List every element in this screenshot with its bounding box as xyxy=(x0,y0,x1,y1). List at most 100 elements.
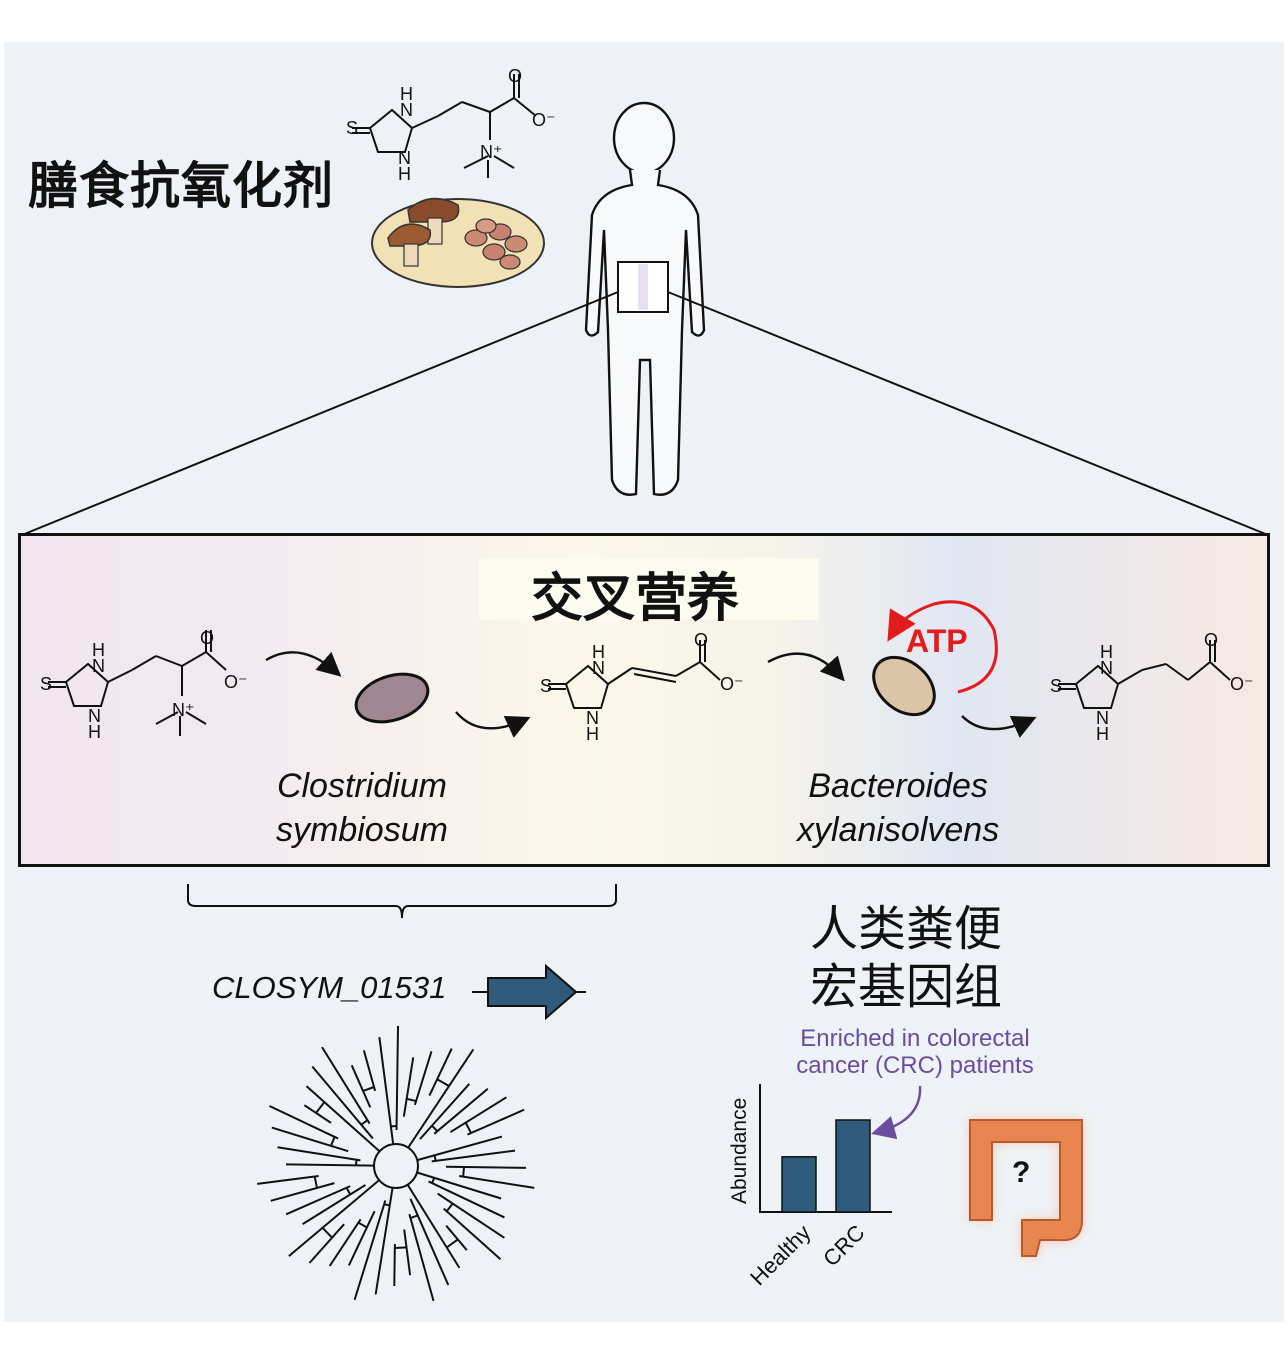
gene-arrow-icon xyxy=(487,963,578,1021)
tree-branch xyxy=(406,1184,461,1269)
tree-branch xyxy=(270,1182,335,1202)
enriched-note: Enriched in colorectal cancer (CRC) pati… xyxy=(770,1025,1060,1079)
tree-branch xyxy=(402,1057,415,1117)
bar-healthy xyxy=(781,1156,817,1213)
tree-branch xyxy=(393,1243,396,1287)
atom-n: N xyxy=(592,658,605,678)
tree-branch xyxy=(428,1180,505,1219)
atom-o-minus: O⁻ xyxy=(532,110,556,130)
molecule-3-labels: S H N N H O O⁻ xyxy=(1050,630,1254,744)
tree-branch xyxy=(360,1119,369,1126)
chart-axes xyxy=(759,1084,892,1213)
atom-o: O xyxy=(508,66,522,86)
atom-h: H xyxy=(88,722,101,742)
zoom-line-left xyxy=(21,291,619,536)
tree-branch xyxy=(464,1122,472,1134)
tree-branch xyxy=(419,1083,470,1140)
tree-branch xyxy=(321,1046,371,1125)
gene-label: CLOSYM_01531 xyxy=(212,970,447,1005)
arrow-from-bacteroides xyxy=(961,715,1037,738)
tree-branch xyxy=(416,1171,502,1200)
tree-branch xyxy=(362,1086,375,1092)
atom-h: H xyxy=(592,642,605,662)
tree-branch xyxy=(362,1050,377,1092)
atp-label: ATP xyxy=(906,623,968,659)
tree-branch xyxy=(416,1135,503,1162)
tree-root xyxy=(373,1143,419,1189)
tree-branch xyxy=(436,1078,450,1087)
atom-h: H xyxy=(1100,642,1113,662)
clostridium-cell-icon xyxy=(354,672,430,724)
crossfeeding-panel: 交叉营养 Clostridium symbiosum Bacteroides x… xyxy=(18,533,1270,867)
molecule-2-labels: S H N N H O O⁻ xyxy=(540,630,744,744)
species-bacteroides-label: Bacteroides xylanisolvens xyxy=(797,764,999,852)
phylogenetic-tree-icon xyxy=(257,1026,535,1302)
tree-branch xyxy=(378,1036,395,1145)
food-plate-icon xyxy=(371,197,545,288)
arrow-to-bacteroides xyxy=(767,652,845,682)
atp-cycle-arrow xyxy=(887,600,998,694)
tree-branch xyxy=(353,1200,387,1301)
atom-n: N xyxy=(586,708,599,728)
tree-branch xyxy=(374,1187,394,1295)
atom-h: H xyxy=(586,724,599,744)
tree-branch xyxy=(357,1221,368,1229)
ergothioneine-labels: S H N N H O O⁻ N⁺ xyxy=(346,66,556,184)
tree-branch xyxy=(410,1214,419,1219)
bar-crc xyxy=(835,1119,871,1213)
tree-branch xyxy=(303,1104,332,1124)
atom-n-plus: N⁺ xyxy=(172,700,195,720)
tree-branch xyxy=(302,1184,366,1225)
ergothioneine-molecule xyxy=(352,74,537,178)
metagenome-title-line-2: 宏基因组 xyxy=(810,959,1003,1015)
enriched-arrow xyxy=(871,1085,922,1140)
tree-branch xyxy=(330,1136,336,1147)
atom-o: O xyxy=(200,628,214,648)
tree-branch xyxy=(428,1048,453,1096)
tree-branch xyxy=(328,1218,362,1267)
tree-branch xyxy=(347,1210,376,1266)
tree-branch xyxy=(269,1105,339,1140)
tree-branch xyxy=(285,1185,351,1216)
tree-branch xyxy=(313,1176,318,1189)
enriched-note-line-1: Enriched in colorectal xyxy=(800,1025,1030,1052)
tree-branch xyxy=(394,1246,407,1249)
tree-branch xyxy=(345,1187,352,1196)
tree-branch xyxy=(406,1097,417,1103)
atom-n: N xyxy=(1100,658,1113,678)
metagenome-title-line-1: 人类粪便 xyxy=(810,901,1003,957)
human-figure-icon xyxy=(584,101,706,496)
tree-branch xyxy=(431,1149,516,1163)
atom-o-minus: O⁻ xyxy=(1230,674,1254,694)
atom-s: S xyxy=(40,674,52,694)
tree-branch xyxy=(403,1229,412,1276)
molecule-thiourocanate xyxy=(548,640,721,709)
atom-n: N xyxy=(398,148,411,168)
colon-question-mark: ? xyxy=(1012,1156,1030,1189)
bacteroides-cell-icon xyxy=(872,655,936,717)
tree-branch xyxy=(437,1192,505,1239)
tree-branch xyxy=(409,1198,450,1286)
atom-h: H xyxy=(92,640,105,660)
tree-branch xyxy=(277,1146,361,1162)
crossfeeding-title-bg xyxy=(479,558,819,620)
tree-branch xyxy=(462,1166,465,1177)
atom-n-plus: N⁺ xyxy=(480,142,503,162)
dietary-antioxidant-title: 膳食抗氧化剂 xyxy=(28,157,334,215)
atom-o: O xyxy=(694,630,708,650)
tree-branch xyxy=(308,1223,345,1264)
species-1-epithet: symbiosum xyxy=(276,811,448,849)
tree-branch xyxy=(445,1225,468,1251)
tree-branch xyxy=(315,1101,326,1114)
tree-branch xyxy=(321,1227,333,1239)
atom-o-minus: O⁻ xyxy=(224,672,248,692)
tree-branch xyxy=(407,1048,475,1149)
atom-n: N xyxy=(92,656,105,676)
atom-s: S xyxy=(346,118,358,138)
brace xyxy=(187,884,617,919)
tree-branch xyxy=(459,1175,535,1189)
tree-branch xyxy=(413,1051,433,1106)
tree-branch xyxy=(443,1207,502,1260)
